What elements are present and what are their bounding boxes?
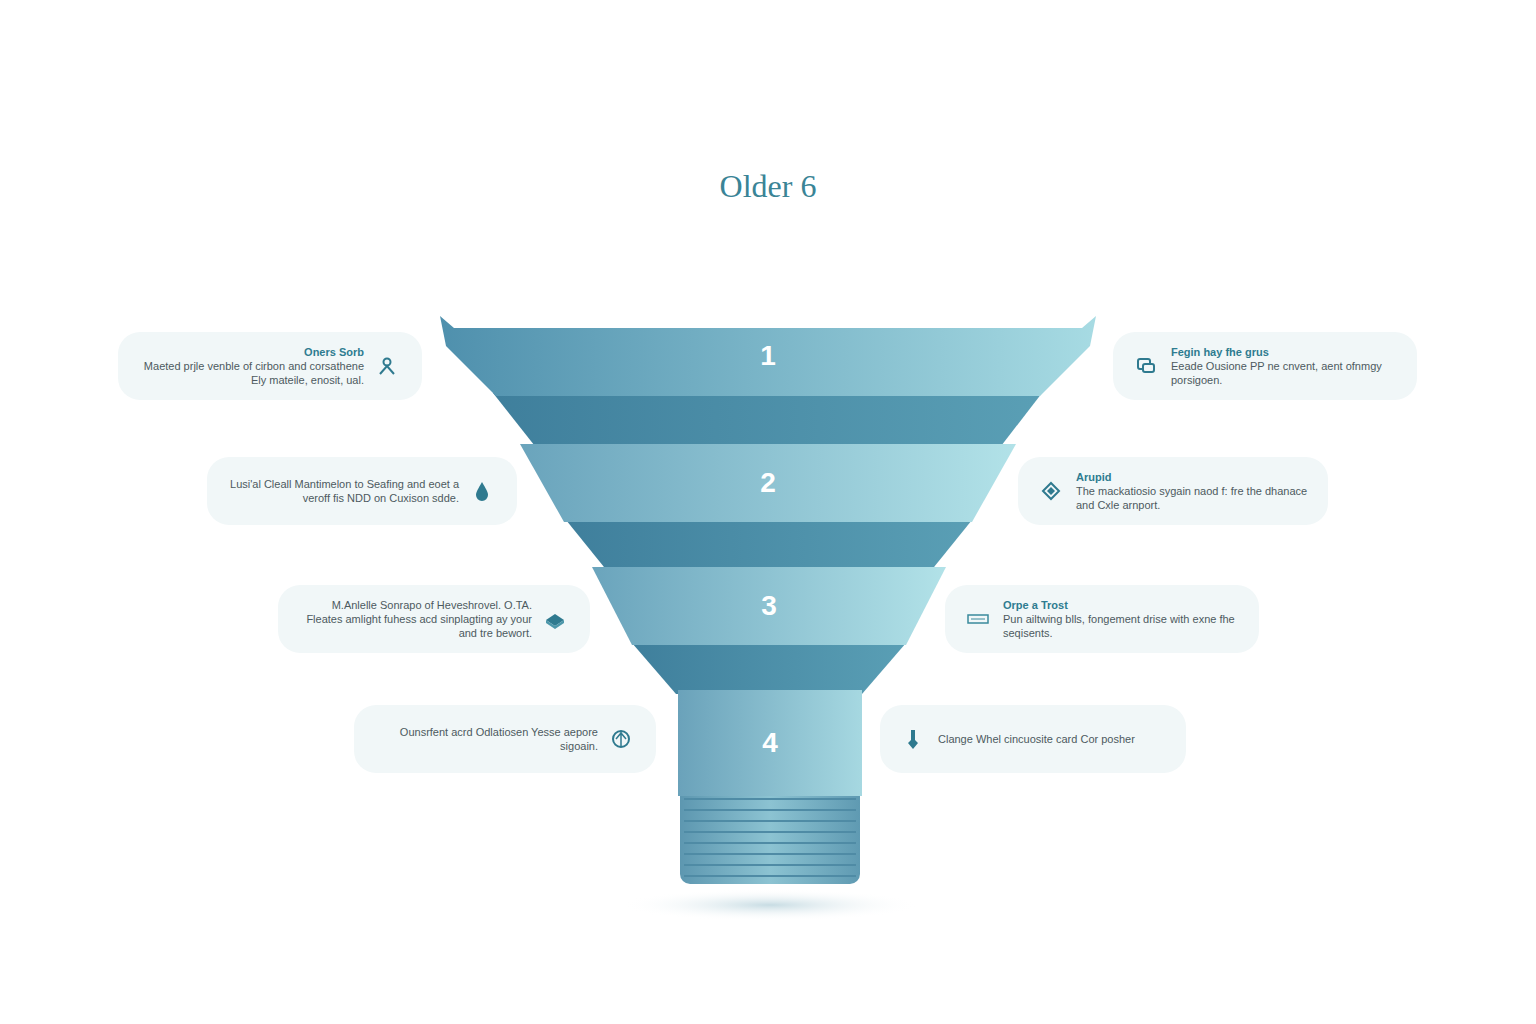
diamond-icon — [1040, 480, 1062, 502]
callout-box: Orpe a TrostPun ailtwing blls, fongement… — [945, 585, 1259, 653]
callout-body: Ounsrfent acrd Odlatiosen Yesse aepore s… — [370, 725, 598, 753]
callout-heading: Arupid — [1076, 470, 1312, 484]
callout-box: Fegin hay fhe grusEeade Ousione PP ne cn… — [1113, 332, 1417, 400]
card-icon — [967, 608, 989, 630]
band-number: 1 — [440, 340, 1096, 372]
thread-line — [684, 864, 856, 866]
thread-line — [684, 809, 856, 811]
funnel-step — [632, 643, 906, 694]
callout-body: Pun ailtwing blls, fongement drise with … — [1003, 612, 1243, 640]
band-number: 4 — [678, 727, 862, 759]
band-number: 3 — [592, 590, 946, 622]
thread-line — [684, 853, 856, 855]
callout-box: Ounsrfent acrd Odlatiosen Yesse aepore s… — [354, 705, 656, 773]
callout-body: Clange Whel cincuosite card Cor posher — [938, 732, 1170, 746]
box-icon — [544, 608, 566, 630]
drop-icon — [471, 480, 493, 502]
funnel-step — [493, 393, 1042, 450]
thread-line — [684, 831, 856, 833]
thread-line — [684, 798, 856, 800]
callout-heading: Orpe a Trost — [1003, 598, 1243, 612]
funnel-band: 3 — [592, 567, 946, 645]
callout-body: The mackatiosio sygain naod f: fre the d… — [1076, 484, 1312, 512]
circle-icon — [610, 728, 632, 750]
band-number: 2 — [520, 467, 1016, 499]
callout-body: Eeade Ousione PP ne cnvent, aent ofnmgy … — [1171, 359, 1401, 387]
funnel-band: 1 — [440, 316, 1096, 396]
diagram-title: Older 6 — [0, 168, 1536, 205]
callout-box: Clange Whel cincuosite card Cor posher — [880, 705, 1186, 773]
callout-body: Lusi'al Cleall Mantimelon to Seafing and… — [223, 477, 459, 505]
pin-icon — [902, 728, 924, 750]
funnel-band: 2 — [520, 444, 1016, 522]
callout-body: M.Anlelle Sonrapo of Heveshrovel. O.TA. … — [294, 598, 532, 640]
funnel-step — [566, 520, 972, 572]
thread-lines — [684, 788, 856, 876]
callout-box: Oners SorbMaeted prjle venble of cirbon … — [118, 332, 422, 400]
thread-line — [684, 875, 856, 877]
chat-icon — [1135, 355, 1157, 377]
callout-box: ArupidThe mackatiosio sygain naod f: fre… — [1018, 457, 1328, 525]
callout-box: Lusi'al Cleall Mantimelon to Seafing and… — [207, 457, 517, 525]
thread-line — [684, 820, 856, 822]
person-icon — [376, 355, 398, 377]
callout-box: M.Anlelle Sonrapo of Heveshrovel. O.TA. … — [278, 585, 590, 653]
ground-shadow — [620, 889, 920, 921]
callout-body: Maeted prjle venble of cirbon and corsat… — [134, 359, 364, 387]
callout-heading: Fegin hay fhe grus — [1171, 345, 1401, 359]
funnel-band: 4 — [678, 690, 862, 796]
thread-line — [684, 842, 856, 844]
callout-heading: Oners Sorb — [134, 345, 364, 359]
